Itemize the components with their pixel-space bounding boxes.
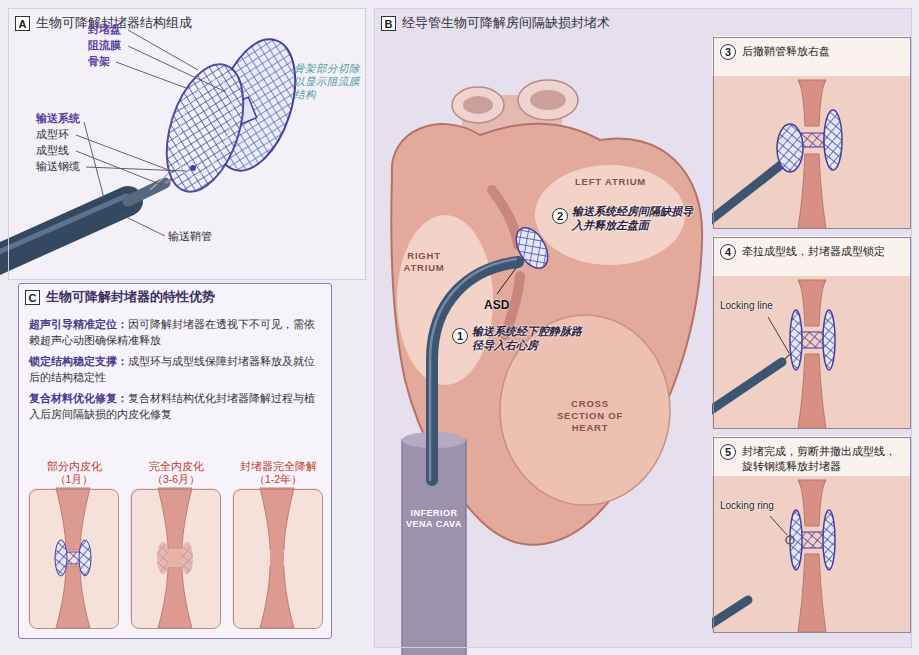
stage-name: 部分内皮化 [22,460,126,474]
feature-heading: 复合材料优化修复： [29,392,128,404]
callout-number: 2 [552,208,568,224]
stage-illustrations [28,488,322,628]
part-label: Locking line [720,300,773,313]
stage-panel: 完全内皮化（3-6月） [131,489,221,629]
stage-name: 完全内皮化 [124,460,228,474]
panel-badge: C [25,290,40,305]
panel-c-ground [18,283,332,639]
stage-name: 封堵器完全降解 [226,460,330,474]
capgrp-group: 封堵器完全降解（1-2年） [226,460,330,487]
row-group: 3 后撤鞘管释放右盘 [714,38,910,66]
stage-panel: 部分内皮化（1月） [29,489,119,629]
step-number: 3 [720,44,736,60]
step-caption: 后撤鞘管释放右盘 [742,44,904,59]
capgrp-group: 完全内皮化（3-6月） [124,460,228,487]
hdr-group: C 生物可降解封堵器的特性优势 [19,284,331,311]
leader-lines [76,30,226,236]
panel-title: 经导管生物可降解房间隔缺损封堵术 [402,14,610,32]
part-label: 阻流膜 [88,39,121,53]
feature-heading: 超声引导精准定位： [29,318,128,330]
row-group: 4 牵拉成型线，封堵器成型锁定 [714,238,910,266]
callout-text: 输送系统经下腔静脉路径导入右心房 [472,324,592,353]
section-label: CROSS SECTION OF HEART [548,398,632,434]
inset-4-illustration [712,236,910,428]
chamber-label: RIGHT ATRIUM [398,250,450,274]
panel-box: A 生物可降解封堵器结构组成 [8,8,366,280]
inset-5-illustration [712,436,910,632]
capgrp-group: 部分内皮化（1月） [22,460,126,487]
defect-label: ASD [484,298,509,313]
panel-badge: B [381,16,396,31]
step-number: 4 [720,244,736,260]
callout-text: 输送系统经房间隔缺损导入并释放左盘面 [572,204,700,233]
part-label: 骨架 [88,55,110,69]
row-group: 5 封堵完成，剪断并撤出成型线，旋转钢缆释放封堵器 [714,438,910,480]
part-label: 成型线 [36,144,69,158]
part-label: Locking ring [720,500,774,513]
chamber-label: LEFT ATRIUM [575,176,646,188]
step-inset: 3 后撤鞘管释放右盘 [713,37,911,229]
callout-number: 1 [452,328,468,344]
part-label: 输送钢缆 [36,160,80,174]
occluder-device [0,29,310,263]
para-group: 复合材料优化修复：复合材料结构优化封堵器降解过程与植入后房间隔缺损的内皮化修复 [19,391,331,422]
step-inset: 5 封堵完成，剪断并撤出成型线，旋转钢缆释放封堵器 [713,437,911,633]
hdr-group: B 经导管生物可降解房间隔缺损封堵术 [375,9,911,37]
hdr-group: A 生物可降解封堵器结构组成 [9,9,365,37]
feature-panel: C 生物可降解封堵器的特性优势超声引导精准定位：因可降解封堵器在透视下不可见，需依… [18,283,332,639]
panel-box: B 经导管生物可降解房间隔缺损封堵术 3 后撤鞘管释放右盘 4 牵拉成型线，封堵器成型锁定… [374,8,912,648]
inset-3-illustration [712,36,910,228]
stage-time: （1月） [22,473,126,487]
step-caption: 封堵完成，剪断并撤出成型线，旋转钢缆释放封堵器 [742,444,904,474]
stage-time: （3-6月） [124,473,228,487]
part-label: 输送系统 [36,112,80,126]
stage-time: （1-2年） [226,473,330,487]
part-label: 输送鞘管 [168,230,212,244]
note-label: 骨架部分切除以显示阻流膜结构 [294,62,366,101]
step-caption: 牵拉成型线，封堵器成型锁定 [742,244,904,259]
panel-title: 生物可降解封堵器的特性优势 [46,289,215,306]
stage-panel: 封堵器完全降解（1-2年） [233,489,323,629]
heart-illustration [391,80,702,655]
step-inset: 4 牵拉成型线，封堵器成型锁定 [713,237,911,429]
panel-title: 生物可降解封堵器结构组成 [36,14,192,32]
para-group: 锁定结构稳定支撑：成型环与成型线保障封堵器释放及就位后的结构稳定性 [19,354,331,385]
step-number: 5 [720,444,736,460]
part-label: 成型环 [36,128,69,142]
feature-heading: 锁定结构稳定支撑： [29,355,128,367]
vessel-label: INFERIOR VENA CAVA [404,508,464,531]
panel-badge: A [15,16,30,31]
para-group: 超声引导精准定位：因可降解封堵器在透视下不可见，需依赖超声心动图确保精准释放 [19,317,331,348]
